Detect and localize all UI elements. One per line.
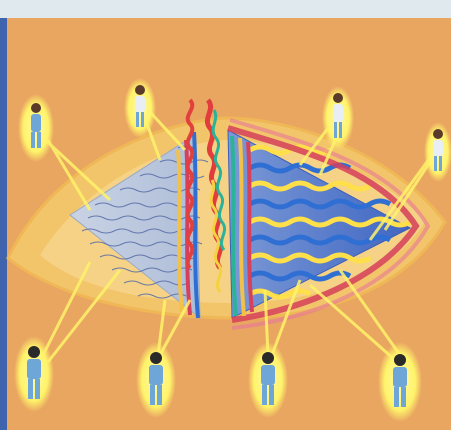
figure-bottom-center-man (136, 342, 176, 418)
figure-top-center-woman (124, 78, 156, 138)
figure-right-woman (424, 122, 451, 182)
right-fan-bands (232, 136, 252, 316)
figure-top-left-woman (18, 94, 54, 162)
figure-bottom-left-man (14, 336, 54, 412)
figure-bottom-right-man (378, 342, 422, 422)
figure-top-right-woman (322, 86, 354, 150)
top-band (0, 0, 451, 18)
figure-bottom-mid-man (248, 342, 288, 418)
red-wave-left (188, 100, 193, 268)
left-band (0, 18, 7, 430)
